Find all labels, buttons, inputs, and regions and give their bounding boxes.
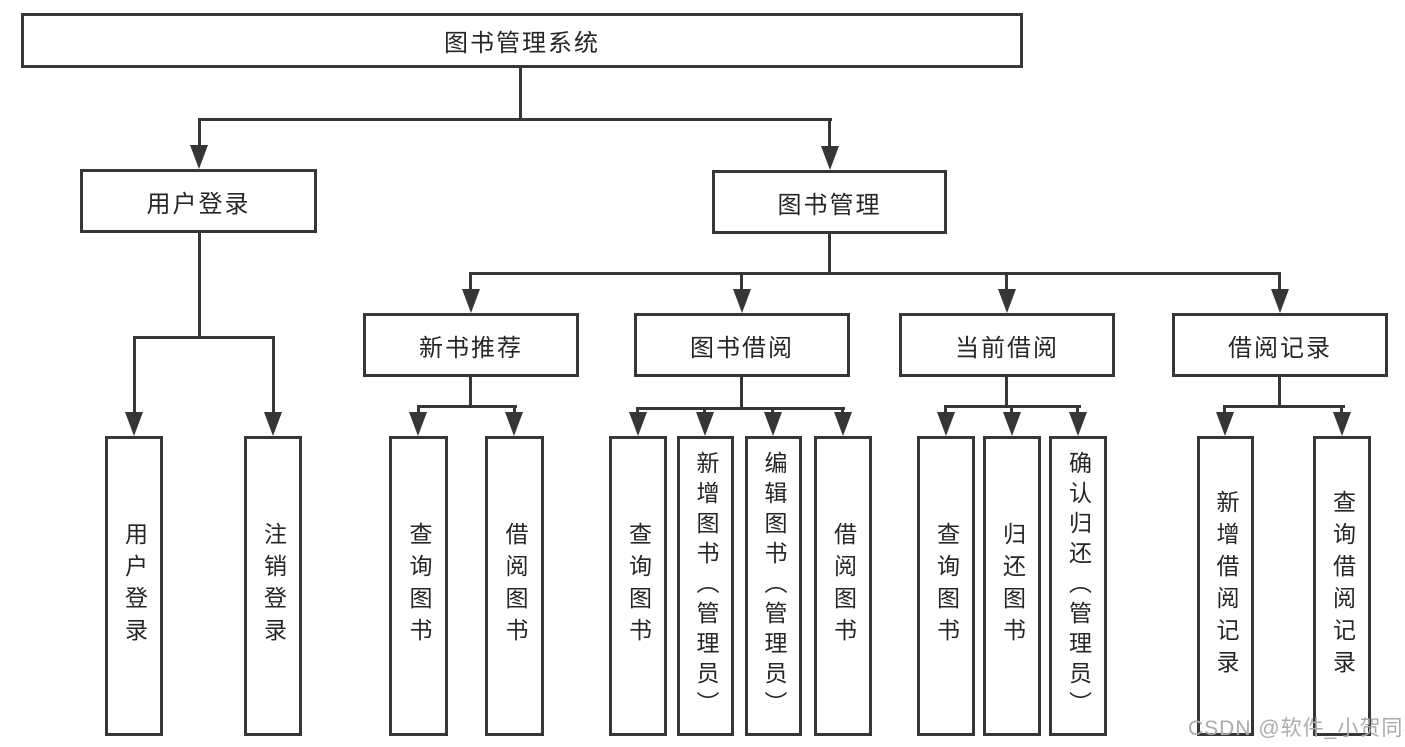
leaf-current-return-books-label: 归还图书 [999, 522, 1026, 650]
leaf-borrow-add-books-admin-label: 新增图书（管理员） [693, 451, 719, 721]
arrowhead-records-add [1216, 412, 1234, 436]
connector-drop-book-management [828, 118, 831, 150]
connector-drop-current-return [1010, 405, 1013, 417]
leaf-borrow-query-books-label: 查询图书 [625, 522, 652, 650]
arrowhead-rec-query [409, 412, 427, 436]
connector-mgmt-bar [469, 272, 1281, 275]
leaf-borrow-add-books-admin: 新增图书（管理员） [677, 436, 734, 736]
arrowhead-borrow-query [629, 412, 647, 436]
connector-login-bar [133, 336, 275, 339]
arrowhead-current-query [937, 412, 955, 436]
node-library-system-label: 图书管理系统 [444, 30, 600, 57]
arrowhead-rec-borrow [505, 412, 523, 436]
leaf-records-add-record: 新增借阅记录 [1197, 436, 1254, 736]
arrowhead-book-management [821, 146, 839, 170]
connector-drop-leaf-user-login [133, 336, 136, 418]
leaf-recommend-query-books: 查询图书 [389, 436, 448, 736]
leaf-borrow-query-books: 查询图书 [609, 436, 667, 736]
leaf-user-login: 用户登录 [105, 436, 163, 736]
arrowhead-borrow-borrow [834, 412, 852, 436]
connector-borrow-bar [636, 407, 845, 410]
arrowhead-records-query [1333, 412, 1351, 436]
node-new-book-recommend-label: 新书推荐 [419, 334, 523, 362]
connector-root-bar [198, 118, 832, 121]
csdn-watermark: CSDN @软件_小贺同学 [1188, 717, 1405, 740]
node-book-management-label: 图书管理 [777, 191, 882, 219]
leaf-recommend-borrow-books-label: 借阅图书 [502, 522, 528, 650]
connector-drop-current-query [944, 405, 947, 417]
leaf-logout-label: 注销登录 [260, 522, 287, 650]
connector-current-stem [1005, 377, 1008, 408]
leaf-borrow-borrow-books: 借阅图书 [814, 436, 872, 736]
connector-drop-book-borrow [740, 272, 743, 292]
arrowhead-current-return [1003, 412, 1021, 436]
connector-records-bar [1223, 405, 1345, 408]
leaf-recommend-borrow-books: 借阅图书 [485, 436, 544, 736]
leaf-borrow-borrow-books-label: 借阅图书 [830, 522, 857, 650]
connector-drop-rec-borrow [513, 405, 516, 417]
arrowhead-borrow-records [1271, 289, 1289, 313]
connector-drop-current-confirm [1076, 405, 1079, 417]
arrowhead-leaf-logout [264, 412, 282, 436]
node-new-book-recommend: 新书推荐 [363, 313, 579, 377]
leaf-records-query-record: 查询借阅记录 [1313, 436, 1371, 736]
arrowhead-current-borrow [998, 289, 1016, 313]
leaf-user-login-label: 用户登录 [121, 522, 148, 650]
connector-drop-rec-query [417, 405, 420, 417]
node-current-borrow: 当前借阅 [899, 313, 1115, 377]
leaf-current-confirm-return-admin: 确认归还（管理员） [1049, 436, 1107, 736]
leaf-logout: 注销登录 [244, 436, 302, 736]
connector-records-stem [1278, 377, 1281, 408]
connector-recommend-bar [417, 405, 517, 408]
connector-recommend-stem [469, 377, 472, 408]
leaf-borrow-edit-books-admin-label: 编辑图书（管理员） [761, 451, 787, 721]
node-library-system: 图书管理系统 [21, 13, 1023, 68]
arrowhead-borrow-edit [764, 412, 782, 436]
node-current-borrow-label: 当前借阅 [955, 334, 1059, 362]
connector-drop-recommend [469, 272, 472, 292]
connector-drop-borrow-records [1278, 272, 1281, 292]
arrowhead-recommend [462, 289, 480, 313]
arrowhead-book-borrow [733, 289, 751, 313]
connector-drop-user-login [198, 118, 201, 150]
node-user-login: 用户登录 [80, 169, 317, 233]
leaf-records-add-record-label: 新增借阅记录 [1213, 490, 1239, 682]
connector-drop-current-borrow [1005, 272, 1008, 292]
arrowhead-current-confirm [1069, 412, 1087, 436]
node-user-login-label: 用户登录 [146, 190, 251, 218]
leaf-borrow-edit-books-admin: 编辑图书（管理员） [745, 436, 802, 736]
connector-borrow-stem [740, 377, 743, 410]
arrowhead-borrow-add [696, 412, 714, 436]
connector-login-stem [198, 233, 201, 339]
connector-drop-leaf-logout [272, 336, 275, 418]
node-book-borrow: 图书借阅 [634, 313, 850, 377]
connector-mgmt-stem [828, 234, 831, 275]
connector-drop-records-query [1340, 405, 1343, 417]
leaf-records-query-record-label: 查询借阅记录 [1329, 490, 1356, 682]
leaf-current-return-books: 归还图书 [983, 436, 1041, 736]
node-borrow-records: 借阅记录 [1172, 313, 1388, 377]
node-book-management: 图书管理 [712, 170, 947, 234]
leaf-current-query-books: 查询图书 [917, 436, 975, 736]
connector-drop-records-add [1223, 405, 1226, 417]
leaf-current-query-books-label: 查询图书 [933, 522, 960, 650]
connector-root-stem [519, 68, 522, 121]
leaf-current-confirm-return-admin-label: 确认归还（管理员） [1065, 451, 1092, 721]
node-book-borrow-label: 图书借阅 [690, 334, 794, 362]
leaf-recommend-query-books-label: 查询图书 [406, 522, 432, 650]
arrowhead-user-login [190, 145, 208, 169]
arrowhead-leaf-user-login [125, 412, 143, 436]
node-borrow-records-label: 借阅记录 [1228, 334, 1332, 362]
